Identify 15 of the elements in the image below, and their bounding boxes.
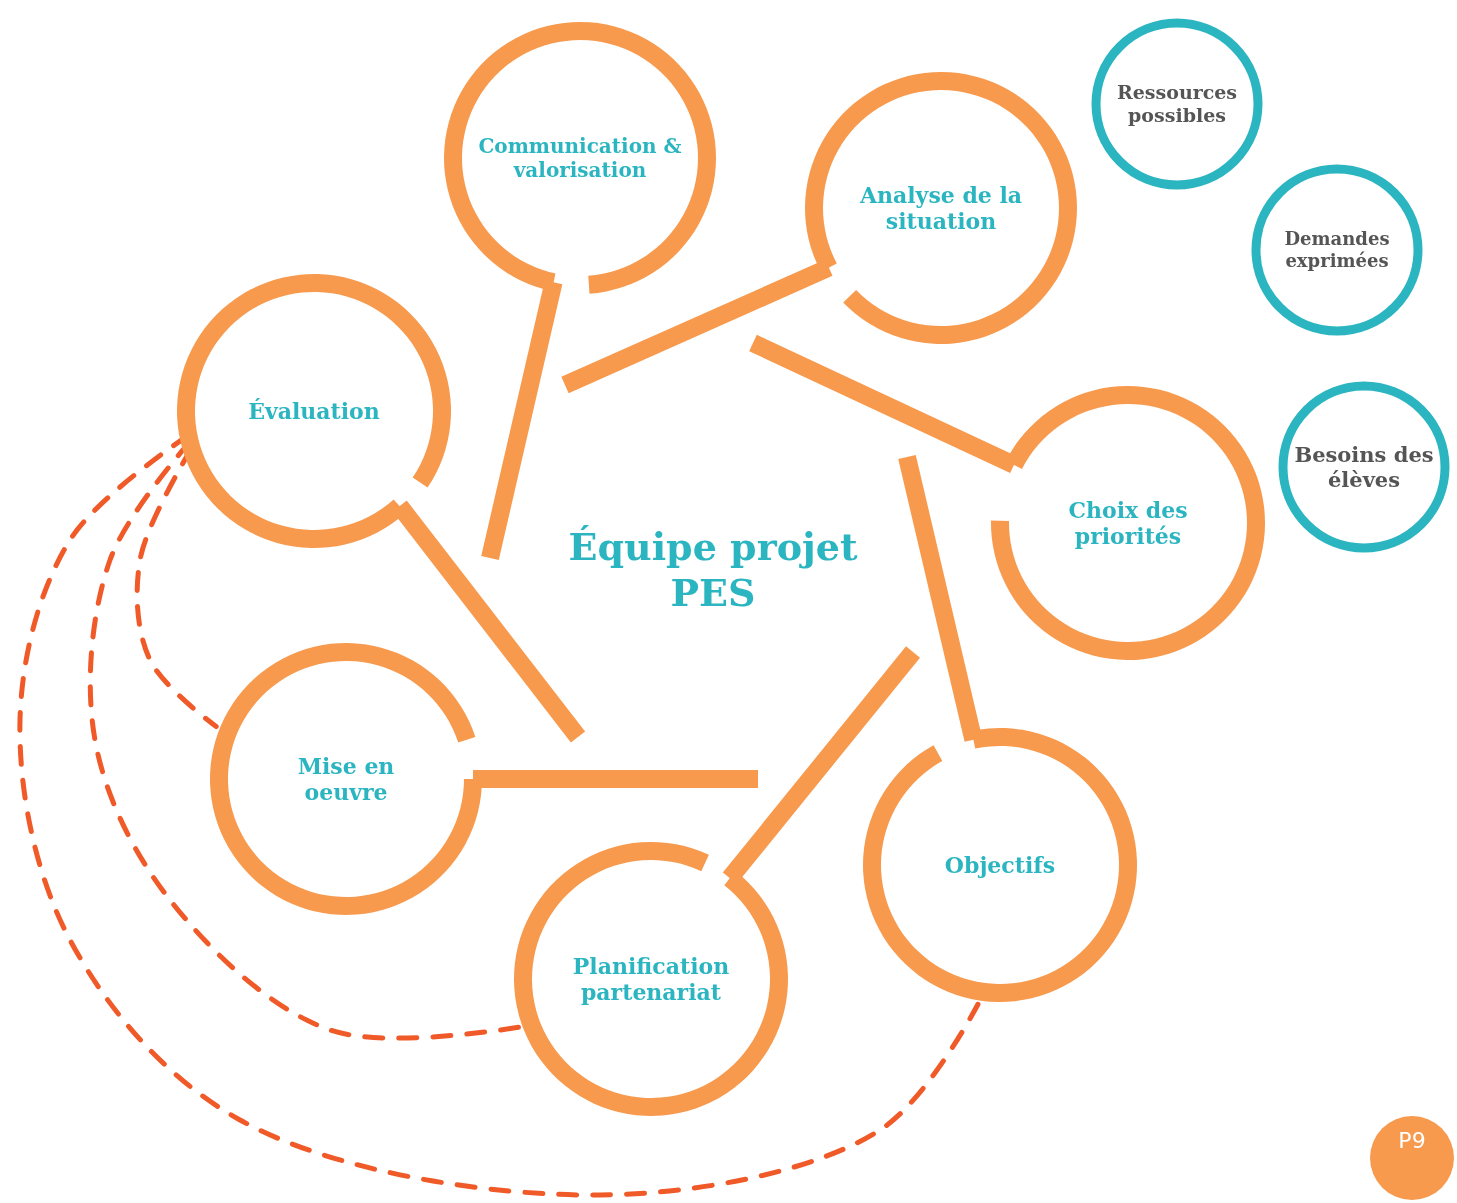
center-title: Équipe projet PES xyxy=(567,524,859,616)
connector-line xyxy=(898,454,983,742)
node-label: Ressources possibles xyxy=(1115,81,1239,127)
node-label: Mise en oeuvre xyxy=(296,752,396,806)
connector-line xyxy=(473,770,758,788)
node-label: Demandes exprimées xyxy=(1283,228,1391,272)
node-label: Analyse de la situation xyxy=(858,181,1024,235)
node-label: Besoins des élèves xyxy=(1293,441,1435,493)
node-label: Communication & valorisation xyxy=(477,134,683,182)
node-label: Évaluation xyxy=(248,397,380,425)
node-label: Choix des priorités xyxy=(1067,496,1189,550)
node-label: Objectifs xyxy=(944,851,1056,879)
connector-line xyxy=(481,280,563,561)
page-number-badge: P9 xyxy=(1370,1116,1454,1200)
node-label: Planification partenariat xyxy=(571,952,731,1006)
